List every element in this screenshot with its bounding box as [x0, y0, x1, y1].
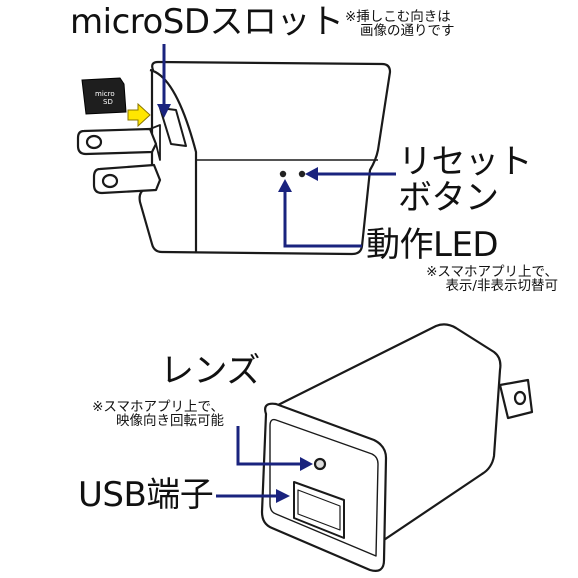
microsd-note-line2: 画像の通りです	[360, 23, 455, 40]
bottom-adapter	[260, 323, 534, 572]
microsd-card-text-1: micro	[95, 90, 115, 98]
reset-button-label-line1: リセット	[398, 142, 533, 182]
lens-leader	[236, 426, 306, 466]
top-adapter-bevel	[149, 68, 198, 252]
top-adapter-body	[138, 60, 392, 256]
bottom-adapter-front-rim	[269, 418, 379, 557]
led-dot	[279, 170, 287, 178]
top-adapter-prongs	[76, 124, 162, 195]
led-label: 動作LED	[366, 225, 499, 265]
lens-label: レンズ	[160, 351, 260, 391]
microsd-slot-label: microSDスロット	[70, 2, 344, 42]
led-note-line2: 表示/非表示切替可	[445, 278, 558, 295]
prong-lower-hole	[101, 173, 119, 189]
top-adapter-side-view	[138, 60, 392, 256]
lens-note-line2: 映像向き回転可能	[116, 413, 224, 430]
reset-button-label: リセット ボタン	[398, 142, 533, 218]
insert-direction-arrow	[127, 102, 151, 128]
bottom-prong-hole	[513, 390, 527, 406]
reset-button-label-line2: ボタン	[398, 178, 499, 218]
microsd-card: micro SD	[81, 77, 127, 115]
lens-note: ※スマホアプリ上で、 映像向き回転可能	[92, 399, 224, 430]
led-leader	[283, 186, 362, 248]
camera-lens	[313, 457, 327, 471]
bottom-leader-lines	[216, 426, 313, 503]
usb-port	[293, 481, 345, 539]
microsd-note: ※挿しこむ向きは 画像の通りです	[345, 9, 455, 40]
reset-button-dot	[298, 170, 306, 178]
lens-note-line1: ※スマホアプリ上で、	[92, 399, 224, 415]
microsd-note-line1: ※挿しこむ向きは	[345, 9, 451, 25]
usb-port-label: USB端子	[78, 475, 214, 515]
led-note: ※スマホアプリ上で、 表示/非表示切替可	[426, 264, 558, 295]
top-leader-lines	[157, 44, 396, 248]
microsd-slot	[159, 107, 187, 147]
led-note-line1: ※スマホアプリ上で、	[426, 264, 558, 280]
microsd-card-text-2: SD	[103, 98, 113, 106]
bottom-adapter-front	[260, 402, 388, 572]
prong-upper-hole	[85, 134, 103, 150]
